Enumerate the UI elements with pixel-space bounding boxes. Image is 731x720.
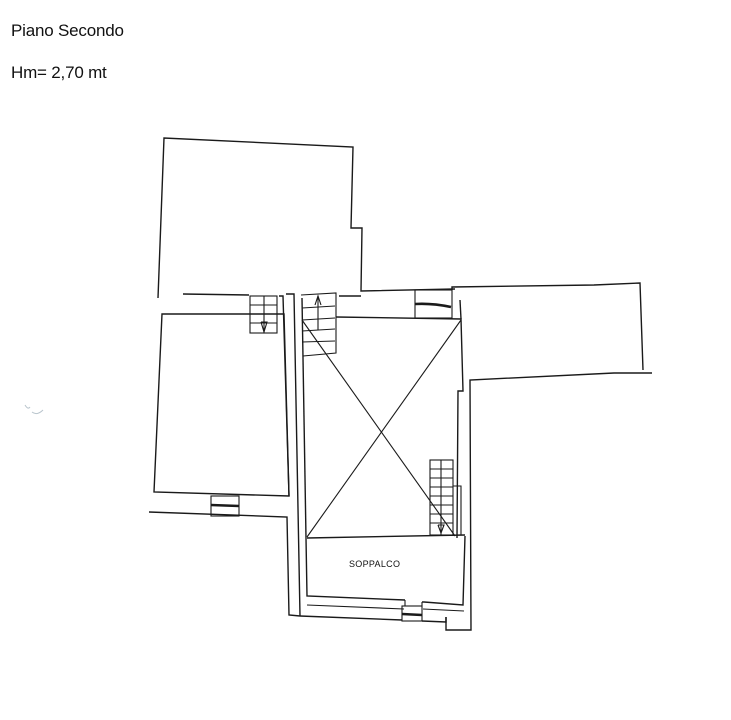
stair-central-top — [300, 292, 337, 357]
top-door — [414, 289, 453, 319]
ceiling-height-label: Hm= 2,70 mt — [11, 63, 107, 82]
stair-down-arrow-icon — [260, 321, 268, 334]
stair-up-arrow-icon — [314, 294, 322, 306]
floor-title: Piano Secondo — [11, 21, 124, 40]
stair-right — [429, 459, 462, 536]
stair-left — [249, 295, 278, 334]
upper-left-area — [157, 137, 456, 299]
soppalco: SOPPALCO — [299, 535, 466, 623]
left-room — [148, 293, 301, 617]
room-label-soppalco: SOPPALCO — [349, 559, 400, 569]
right-area — [445, 282, 652, 631]
scan-mark — [24, 404, 44, 415]
corridor — [279, 293, 301, 617]
stair-down-arrow-icon — [437, 524, 445, 535]
